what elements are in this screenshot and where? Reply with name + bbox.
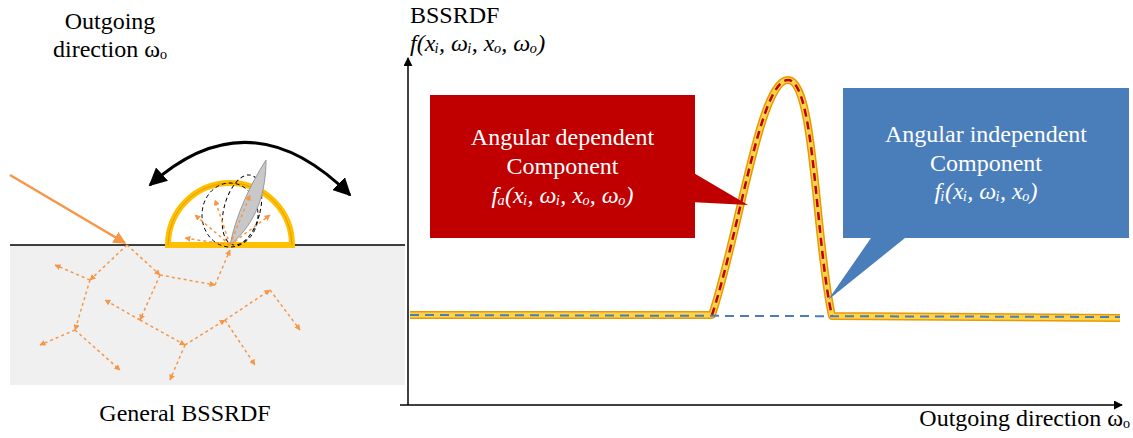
rotation-arrow (150, 142, 350, 195)
axis-label: Outgoing direction ωₒ (35, 8, 185, 63)
callout-box: Angular dependent Componentfₐ(xᵢ, ωᵢ, xₒ… (430, 95, 695, 238)
exit-rays (185, 195, 270, 245)
medium (10, 245, 405, 385)
callout-formula: fᵢ(xᵢ, ωᵢ, xₒ) (934, 177, 1037, 206)
scatter-paths (40, 245, 300, 380)
incident-ray (10, 175, 125, 243)
callout-box: Angular independent Componentfᵢ(xᵢ, ωᵢ, … (843, 88, 1129, 238)
callout-fill (430, 95, 748, 238)
figure-caption: General BSSRDF (95, 400, 275, 428)
callout-title: Angular independent Component (853, 120, 1119, 178)
callout-fill (828, 88, 1129, 300)
y-axis (407, 58, 409, 405)
callout-title: Angular dependent Component (440, 123, 685, 181)
axis-label: Outgoing direction ωₒ (850, 405, 1130, 433)
callout-formula: fₐ(xᵢ, ωᵢ, xₒ, ωₒ) (491, 181, 633, 210)
axis-formula: f(xᵢ, ωᵢ, xₒ, ωₒ) (410, 30, 670, 58)
axis-title: BSSRDF (410, 2, 530, 30)
angular-independent-line (410, 315, 1120, 317)
specular-lobe (230, 160, 266, 245)
